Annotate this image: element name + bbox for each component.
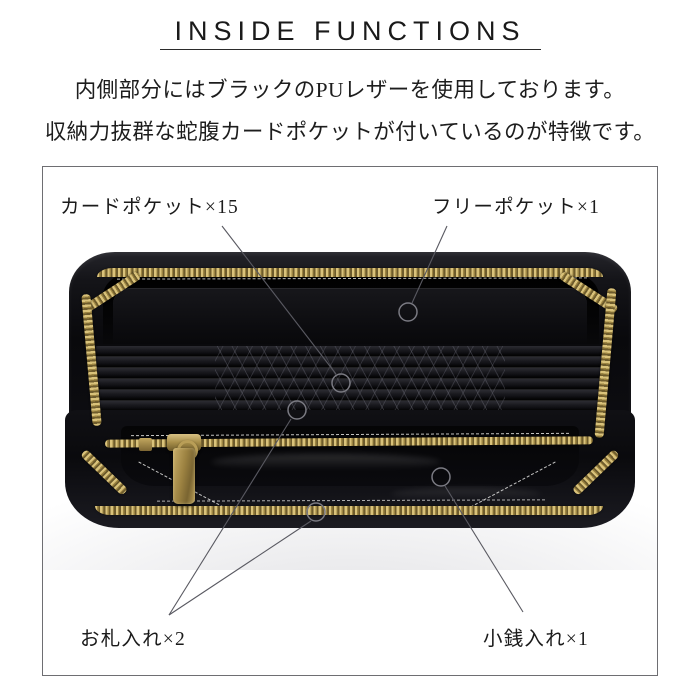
zipper-teeth-top [97, 268, 603, 277]
accordion-rib [95, 368, 607, 378]
accordion-rib [95, 357, 607, 367]
zipper-stop [139, 438, 152, 451]
accordion-rib [95, 379, 607, 389]
free-pocket-panel [113, 288, 587, 350]
accordion-rib [95, 346, 607, 356]
callout-label-bill-pocket: お札入れ×2 [80, 629, 186, 650]
accordion-rib [95, 401, 607, 411]
callout-label-free-pocket: フリーポケット×1 [432, 197, 601, 218]
accordion-rib [95, 390, 607, 400]
wallet-image [61, 248, 639, 540]
page-title: INSIDE FUNCTIONS [174, 16, 526, 46]
callout-label-coin-pocket: 小銭入れ×1 [483, 629, 589, 650]
description-line-2: 収納力抜群な蛇腹カードポケットが付いているのが特徴です。 [44, 120, 656, 144]
zipper-pull-tab [173, 448, 195, 504]
description-line-1: 内側部分にはブラックのPUレザーを使用しております。 [74, 78, 626, 102]
title-underline [160, 49, 541, 50]
callout-label-card-pocket: カードポケット×15 [60, 197, 239, 218]
photo-backdrop [43, 240, 657, 570]
zipper-teeth-bottom [95, 506, 603, 515]
product-photo [43, 240, 657, 570]
